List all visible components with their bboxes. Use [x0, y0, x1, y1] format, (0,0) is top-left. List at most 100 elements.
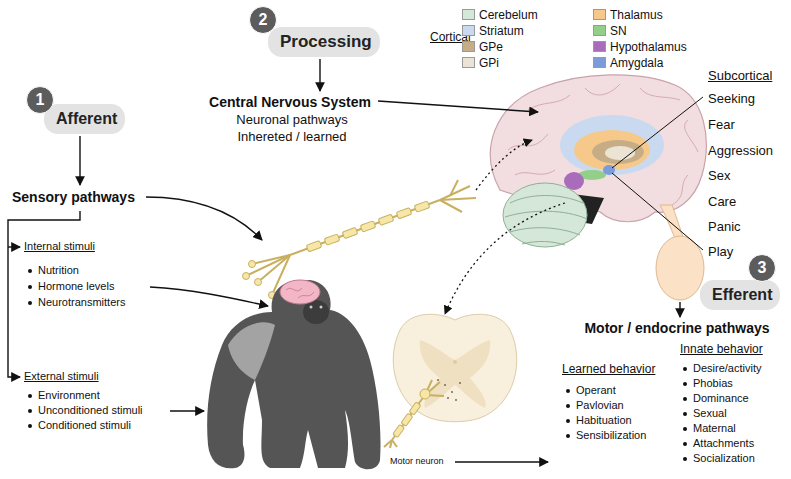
spinal-cord-section	[393, 314, 517, 421]
brain-illustration	[592, 140, 644, 164]
stage-title: Processing	[280, 32, 372, 51]
section-heading: External stimuli	[24, 370, 99, 383]
motor-neuron	[392, 395, 425, 440]
sensory-neuron	[324, 234, 340, 245]
legend-entry: GPe	[462, 40, 503, 54]
legend-swatch	[593, 9, 606, 20]
section-heading: Subcortical	[708, 68, 772, 84]
flow-arrows	[170, 410, 204, 411]
spinal-cord-section	[437, 379, 461, 401]
flow-arrows	[8, 211, 80, 377]
dotted-pathways	[445, 140, 565, 314]
sensory-neuron	[243, 180, 477, 299]
section-heading: Innate behavior	[680, 342, 763, 356]
sensory-neuron	[290, 200, 440, 255]
section-heading: Internal stimuli	[24, 240, 95, 253]
sensory-neuron	[414, 201, 430, 212]
stage-pill: 1Afferent	[44, 104, 125, 134]
motor-neuron	[392, 440, 397, 447]
list-item: Socialization	[681, 452, 755, 465]
stage-pill: 2Processing	[268, 27, 380, 57]
list-item: Desire/activity	[681, 362, 761, 375]
sensory-neuron	[440, 200, 462, 212]
cerebellum-illustration	[505, 196, 587, 246]
spinal-cord-section	[437, 379, 439, 381]
legend-label: Amygdala	[610, 56, 663, 70]
motor-neuron	[384, 380, 444, 448]
sensory-neuron	[342, 227, 358, 238]
gorilla-illustration	[320, 306, 323, 309]
spinal-cord-section	[447, 397, 449, 399]
list-item: Operant	[564, 384, 616, 397]
brain-illustration	[685, 120, 698, 152]
brain-illustration	[515, 170, 555, 175]
sensory-neuron	[243, 273, 250, 280]
list-item: Environment	[26, 389, 100, 402]
legend-label: Thalamus	[610, 8, 663, 22]
sensory-neuron	[396, 208, 412, 219]
list-item: Habituation	[564, 414, 632, 427]
pituitary-gland	[656, 205, 704, 300]
legend-swatch	[593, 41, 606, 52]
legend-label: Hypothalamus	[610, 40, 687, 54]
list-item: Unconditioned stimuli	[26, 404, 143, 417]
annotation-label: Care	[708, 194, 736, 210]
legend-label: Striatum	[479, 24, 524, 38]
flow-arrows	[146, 197, 262, 240]
callout-number: 3	[748, 254, 776, 282]
annotation-label: Panic	[708, 219, 741, 235]
list-item: Sexual	[681, 407, 727, 420]
motor-neuron	[384, 380, 444, 448]
motor-neuron	[393, 424, 405, 437]
motor-neuron	[393, 402, 421, 438]
annotation-label: Neuronal pathways	[236, 112, 347, 128]
list-item: Hormone levels	[26, 280, 114, 293]
legend-entry: Striatum	[462, 24, 524, 38]
cerebellum-illustration	[510, 196, 583, 204]
legend-swatch	[462, 25, 475, 36]
flow-arrows	[8, 246, 20, 247]
dotted-pathways	[445, 203, 565, 314]
legend-swatch	[593, 57, 606, 68]
dotted-pathways	[476, 140, 532, 190]
sensory-neuron	[306, 241, 322, 252]
cerebellum-illustration	[505, 211, 587, 219]
sensory-neuron	[243, 201, 430, 299]
spinal-cord-section	[420, 340, 490, 408]
legend-label: Cerebelum	[479, 8, 538, 22]
list-item: Nutrition	[26, 264, 79, 277]
legend-swatch	[462, 57, 475, 68]
sensory-neuron	[249, 261, 256, 268]
flow-arrows	[679, 302, 680, 317]
pathway-heading: Central Nervous System	[209, 94, 371, 111]
flow-arrows	[455, 461, 548, 462]
legend-label: GPe	[479, 40, 503, 54]
legend-swatch	[462, 9, 475, 20]
flow-arrows	[319, 59, 320, 91]
list-item: Phobias	[681, 377, 733, 390]
sensory-neuron	[246, 255, 290, 276]
flow-arrows	[150, 287, 268, 306]
spinal-cord-section	[459, 382, 461, 384]
sensory-neuron	[360, 221, 376, 232]
list-item: Conditioned stimuli	[26, 419, 131, 432]
motor-neuron	[420, 389, 430, 399]
flow-arrows	[378, 101, 538, 112]
annotation-label: Motor neuron	[390, 456, 444, 467]
sensory-neuron	[246, 180, 476, 295]
pituitary-gland	[656, 236, 704, 300]
list-item: Sensibilization	[564, 429, 646, 442]
annotation-label: Seeking	[708, 91, 755, 107]
legend-entry: GPi	[462, 56, 499, 70]
pituitary-gland	[660, 205, 684, 240]
cerebellum-illustration	[510, 228, 580, 235]
sensory-neuron	[440, 198, 476, 200]
spinal-cord-section	[444, 384, 446, 386]
cerebellum-illustration	[503, 183, 587, 247]
gorilla-illustration	[286, 288, 314, 298]
motor-neuron	[401, 413, 413, 426]
stage-title: Afferent	[56, 110, 117, 127]
section-heading: Learned behavior	[562, 362, 655, 376]
